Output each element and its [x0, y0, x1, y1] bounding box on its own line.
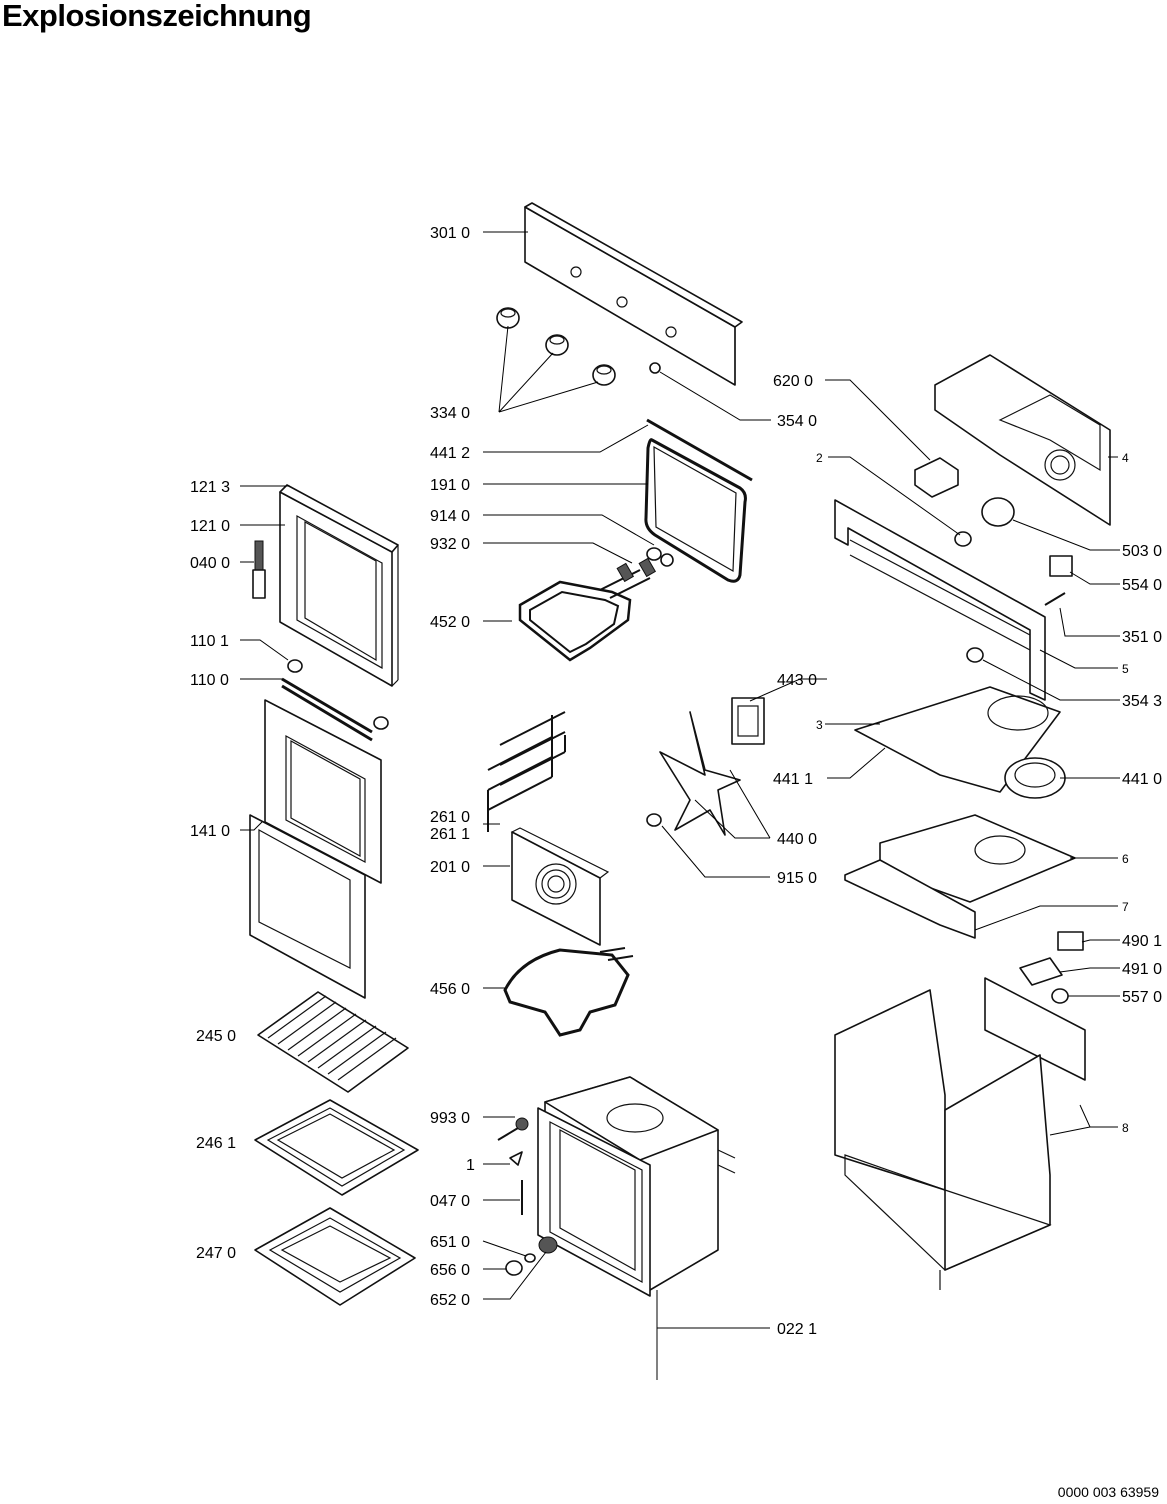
label-456-0: 456 0 — [430, 981, 470, 998]
label-503-0: 503 0 — [1122, 543, 1162, 560]
label-121-0: 121 0 — [190, 518, 230, 535]
label-993-0: 993 0 — [430, 1110, 470, 1127]
control-panel-part — [524, 202, 743, 386]
label-354-0: 354 0 — [777, 413, 817, 430]
label-354-3: 354 3 — [1122, 693, 1162, 710]
label-441-0: 441 0 — [1122, 771, 1162, 788]
label-452-0: 452 0 — [430, 614, 470, 631]
label-201-0: 201 0 — [430, 859, 470, 876]
label-5: 5 — [1122, 662, 1129, 676]
baking-tray-part — [254, 1099, 419, 1196]
document-number: 0000 003 63959 — [1057, 1484, 1159, 1500]
page-title: Explosionszeichnung — [2, 0, 312, 33]
cooling-fan-motor-part — [954, 497, 1015, 547]
label-441-1: 441 1 — [773, 771, 813, 788]
door-handle-part — [281, 659, 389, 742]
label-4: 4 — [1122, 451, 1129, 465]
label-3: 3 — [816, 718, 823, 732]
label-040-0: 040 0 — [190, 555, 230, 572]
label-656-0: 656 0 — [430, 1262, 470, 1279]
bottom-plate-part — [844, 814, 1076, 939]
convection-fan-part — [646, 697, 765, 836]
label-334-0: 334 0 — [430, 405, 470, 422]
label-141-0: 141 0 — [190, 823, 230, 840]
switch-parts — [1019, 931, 1084, 1004]
small-parts — [497, 1117, 558, 1276]
label-441-2: 441 2 — [430, 445, 470, 462]
side-rack-part — [487, 711, 566, 832]
fan-cover-part — [510, 827, 610, 946]
leader-lines — [240, 231, 1120, 1380]
label-351-0: 351 0 — [1122, 629, 1162, 646]
wire-rack-part — [257, 991, 409, 1093]
label-121-3: 121 3 — [190, 479, 230, 496]
outer-casing-part — [834, 977, 1086, 1290]
lower-heating-element-part — [503, 947, 634, 1037]
label-557-0: 557 0 — [1122, 989, 1162, 1006]
thermostat-parts — [966, 555, 1073, 663]
top-plate-part — [854, 686, 1066, 799]
hinge-part — [252, 540, 266, 599]
label-245-0: 245 0 — [196, 1028, 236, 1045]
oven-cavity-part — [537, 1076, 736, 1297]
label-261-0: 261 0 — [430, 809, 470, 826]
part-labels: 301 0 334 0 354 0 441 2 191 0 914 0 932 … — [190, 225, 1162, 1338]
door-seal-part — [644, 418, 753, 583]
knob-parts — [496, 307, 661, 386]
label-915-0: 915 0 — [777, 870, 817, 887]
label-047-0: 047 0 — [430, 1193, 470, 1210]
label-261-1: 261 1 — [430, 826, 470, 843]
label-620-0: 620 0 — [773, 373, 813, 390]
label-1: 1 — [466, 1157, 475, 1174]
deep-pan-part — [254, 1207, 416, 1306]
label-110-0: 110 0 — [190, 672, 229, 689]
label-652-0: 652 0 — [430, 1292, 470, 1309]
label-191-0: 191 0 — [430, 477, 470, 494]
label-110-1: 110 1 — [190, 633, 229, 650]
label-247-0: 247 0 — [196, 1245, 236, 1262]
label-443-0: 443 0 — [777, 672, 817, 689]
label-022-1: 022 1 — [777, 1321, 817, 1338]
label-932-0: 932 0 — [430, 536, 470, 553]
outer-door-glass-part — [249, 699, 382, 999]
label-246-1: 246 1 — [196, 1135, 236, 1152]
label-6: 6 — [1122, 852, 1129, 866]
label-491-0: 491 0 — [1122, 961, 1162, 978]
label-440-0: 440 0 — [777, 831, 817, 848]
label-8: 8 — [1122, 1121, 1129, 1135]
top-heating-element-part — [518, 547, 674, 662]
label-7: 7 — [1122, 900, 1129, 914]
back-rail-part — [834, 499, 1046, 701]
label-651-0: 651 0 — [430, 1234, 470, 1251]
label-554-0: 554 0 — [1122, 577, 1162, 594]
label-301-0: 301 0 — [430, 225, 470, 242]
label-490-1: 490 1 — [1122, 933, 1162, 950]
top-module-part — [914, 354, 1111, 526]
label-914-0: 914 0 — [430, 508, 470, 525]
inner-door-frame-part — [279, 484, 399, 687]
label-2: 2 — [816, 451, 823, 465]
